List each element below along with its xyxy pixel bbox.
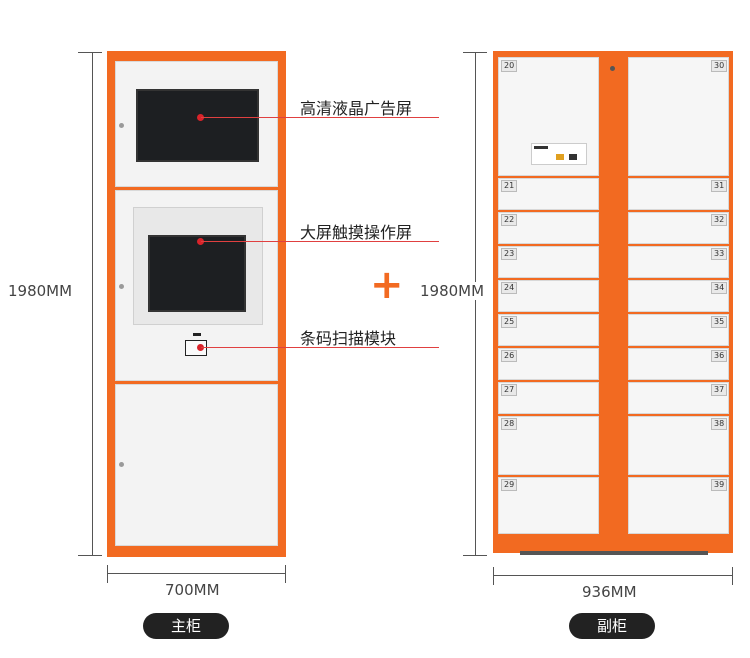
locker-24[interactable] [498,280,599,312]
locker-number: 34 [711,282,728,294]
callout-label-scanner: 条码扫描模块 [300,329,397,348]
plus-icon: + [370,262,404,308]
main-width-dim-line [107,573,286,574]
sticker-mark-3 [569,154,577,160]
main-width-dim-tick-right [285,565,286,583]
touch-screen[interactable] [148,235,246,312]
main-middle-lock [119,284,124,289]
main-height-label: 1980MM [6,282,75,300]
locker-30[interactable] [628,57,729,176]
main-bottom-panel [115,384,278,546]
sub-height-dim-tick-top [463,52,487,53]
main-width-label: 700MM [163,581,222,599]
locker-33[interactable] [628,246,729,278]
sub-width-dim-line [493,575,733,576]
locker-number: 35 [711,316,728,328]
callout-label-ad: 高清液晶广告屏 [300,99,413,118]
center-strip [603,57,624,534]
main-cabinet-name: 主柜 [143,613,229,639]
scanner-slot [193,333,201,336]
locker-number: 30 [711,60,728,72]
locker-number: 29 [501,479,518,491]
sub-height-dim-line [475,52,476,555]
center-lock [610,66,615,71]
sticker-mark-1 [534,146,548,149]
ad-screen [136,89,259,162]
sub-height-label: 1980MM [418,282,487,300]
callout-line-scanner [201,347,439,348]
sub-width-label: 936MM [580,583,639,601]
locker-number: 31 [711,180,728,192]
locker-21[interactable] [498,178,599,210]
locker-number: 33 [711,248,728,260]
locker-29[interactable] [498,477,599,534]
locker-number: 26 [501,350,518,362]
locker-number: 39 [711,479,728,491]
locker-number: 28 [501,418,518,430]
main-height-dim-line [92,52,93,555]
sub-height-dim-tick-bottom [463,555,487,556]
sticker-mark-2 [556,154,564,160]
locker-number: 22 [501,214,518,226]
locker-number: 27 [501,384,518,396]
sub-cabinet-base [520,551,708,555]
main-width-dim-tick-left [107,565,108,583]
sub-cabinet-name: 副柜 [569,613,655,639]
callout-line-ad [201,117,439,118]
locker-number: 25 [501,316,518,328]
locker-number: 38 [711,418,728,430]
locker-number: 24 [501,282,518,294]
main-height-dim-tick-bottom [78,555,102,556]
locker-number: 32 [711,214,728,226]
callout-dot-scanner [197,344,204,351]
main-height-dim-tick-top [78,52,102,53]
locker-number: 20 [501,60,518,72]
main-bottom-lock [119,462,124,467]
callout-dot-touch [197,238,204,245]
locker-number: 21 [501,180,518,192]
locker-number: 36 [711,350,728,362]
sub-width-dim-tick-left [493,567,494,585]
locker-number: 37 [711,384,728,396]
callout-dot-ad [197,114,204,121]
sub-width-dim-tick-right [732,567,733,585]
locker-number: 23 [501,248,518,260]
main-top-lock [119,123,124,128]
callout-label-touch: 大屏触摸操作屏 [300,223,413,242]
callout-line-touch [201,241,439,242]
